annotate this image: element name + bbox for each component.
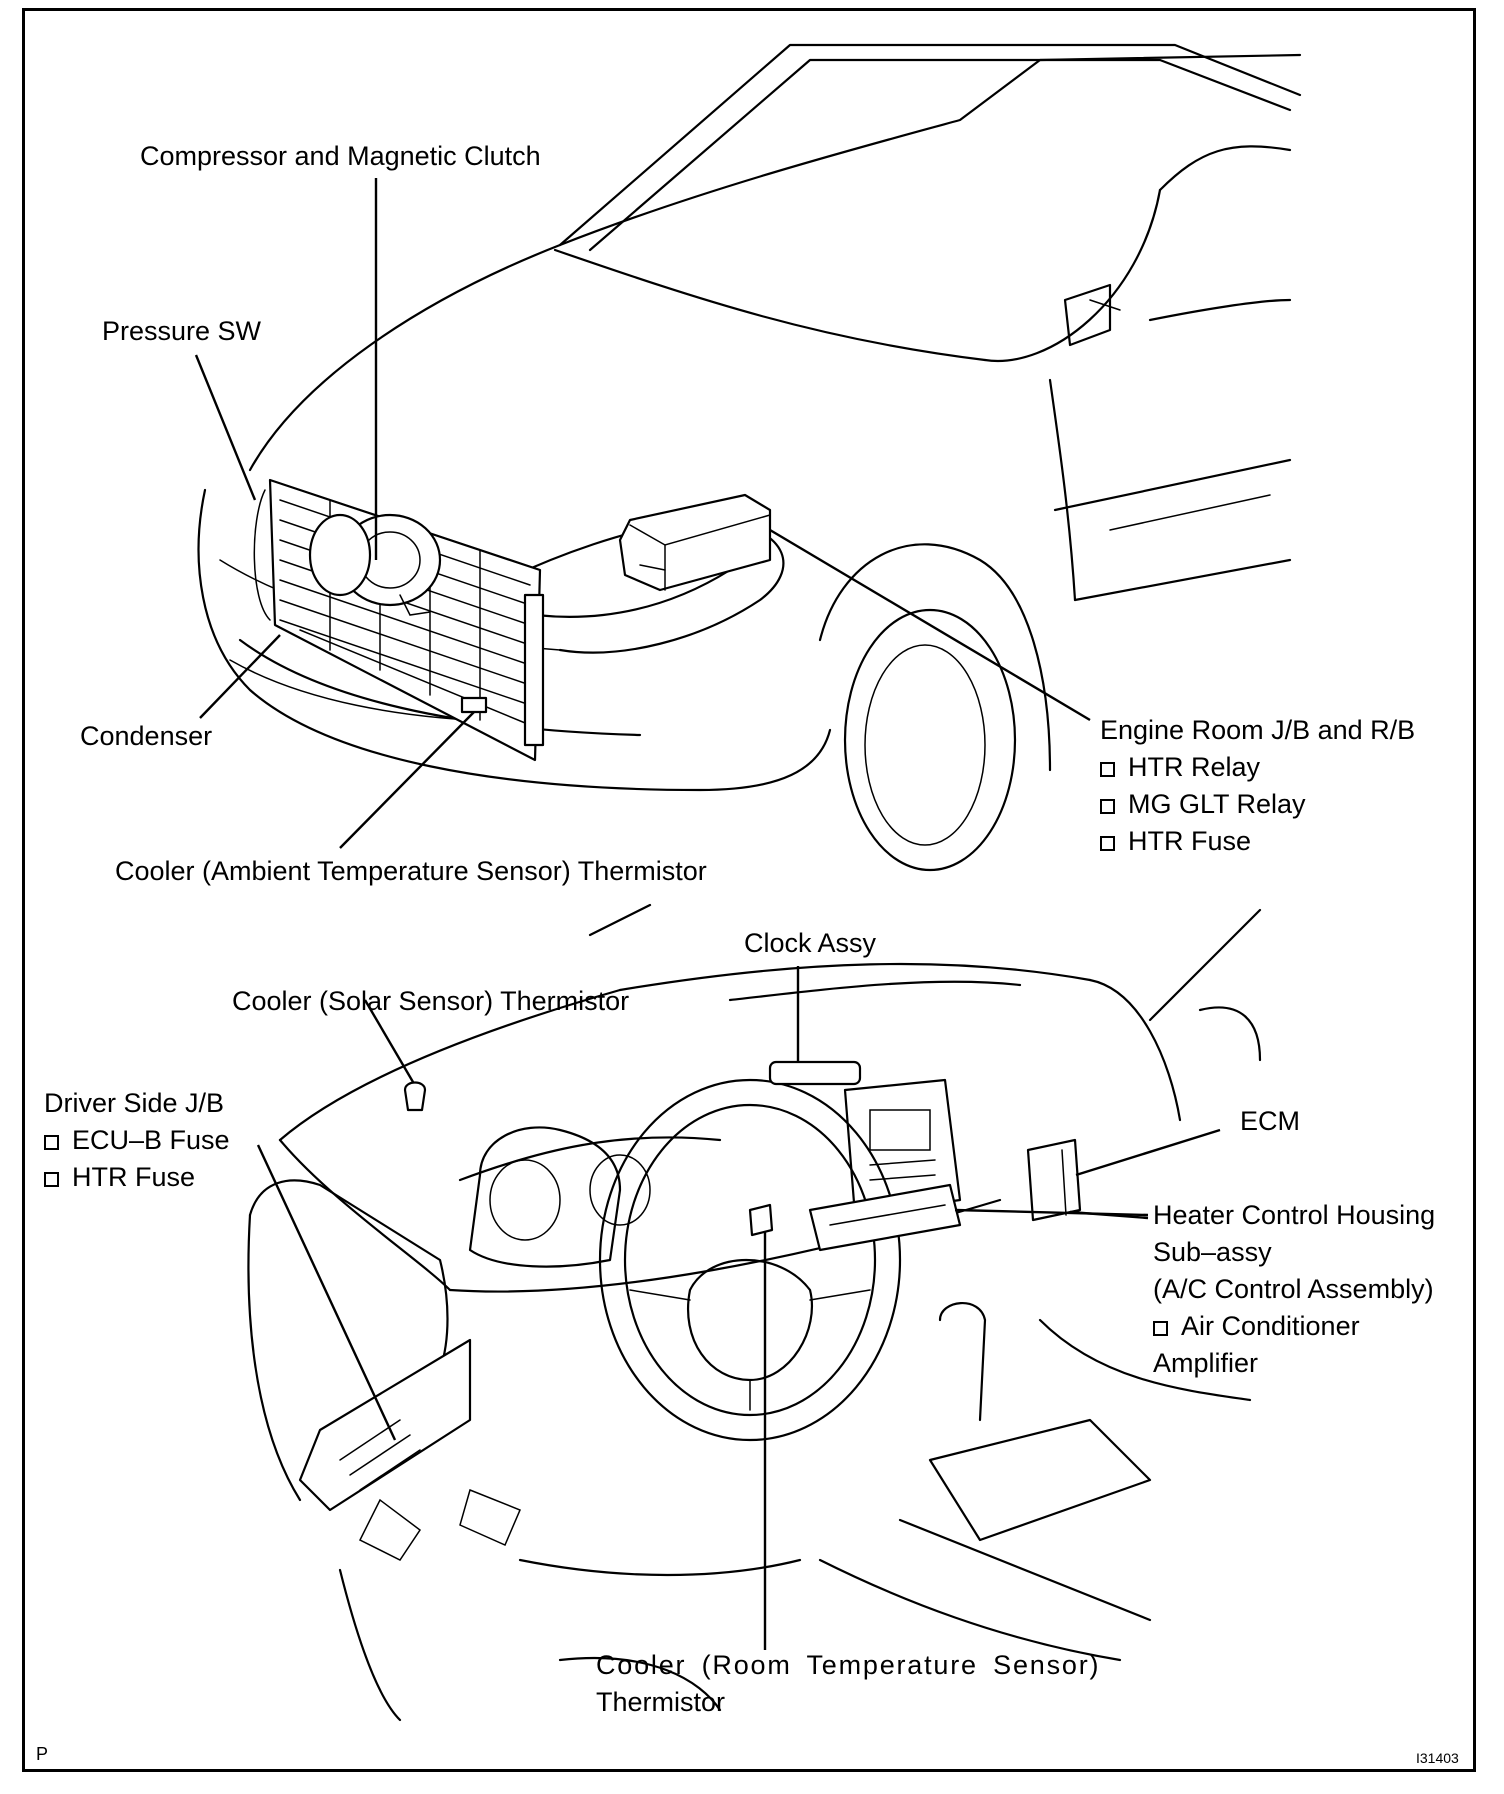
solar-thermistor-label: Cooler (Solar Sensor) Thermistor	[232, 986, 630, 1016]
condenser-label: Condenser	[80, 721, 213, 751]
compressor-label: Compressor and Magnetic Clutch	[140, 141, 541, 171]
dashboard-drawing	[247, 903, 1262, 1722]
driver-htr-fuse-item: HTR Fuse	[44, 1159, 230, 1196]
engine-room-jb-label: Engine Room J/B and R/B HTR Relay MG GLT…	[1100, 712, 1415, 860]
room-thermistor-label: Cooler (Room Temperature Sensor) Thermis…	[596, 1647, 1100, 1721]
engine-room-jb-title: Engine Room J/B and R/B	[1100, 715, 1416, 745]
heater-control-line-1: Heater Control Housing	[1153, 1200, 1436, 1230]
ambient-thermistor-label: Cooler (Ambient Temperature Sensor) Ther…	[115, 856, 707, 886]
heater-control-line-2: Sub–assy	[1153, 1237, 1272, 1267]
mg-glt-relay-item: MG GLT Relay	[1100, 786, 1415, 823]
htr-relay-item: HTR Relay	[1100, 749, 1415, 786]
ambient-sensor-drawing	[460, 696, 488, 714]
driver-side-jb-title: Driver Side J/B	[44, 1088, 225, 1118]
figure-code: I31403	[1416, 1750, 1459, 1766]
compressor-drawing	[308, 513, 442, 616]
room-thermistor-line-1: Cooler (Room Temperature Sensor)	[596, 1650, 1101, 1680]
ecu-b-fuse-item: ECU–B Fuse	[44, 1122, 230, 1159]
htr-fuse-item: HTR Fuse	[1100, 823, 1415, 860]
driver-side-jb-label: Driver Side J/B ECU–B Fuse HTR Fuse	[44, 1085, 230, 1196]
heater-control-line-3: (A/C Control Assembly)	[1153, 1274, 1434, 1304]
air-conditioner-item: Air Conditioner	[1153, 1308, 1435, 1345]
engine-room-jb-drawing	[618, 493, 772, 592]
diagram-frame	[22, 8, 1476, 1772]
room-thermistor-line-2: Thermistor	[596, 1687, 726, 1717]
heater-control-label: Heater Control Housing Sub–assy (A/C Con…	[1153, 1197, 1435, 1382]
ecm-label: ECM	[1240, 1106, 1300, 1136]
pressure-sw-label: Pressure SW	[102, 316, 262, 346]
heater-control-tail: Amplifier	[1153, 1348, 1259, 1378]
clock-assy-label: Clock Assy	[744, 928, 877, 958]
corner-letter: P	[36, 1744, 49, 1764]
leader-lines	[194, 178, 1221, 1650]
